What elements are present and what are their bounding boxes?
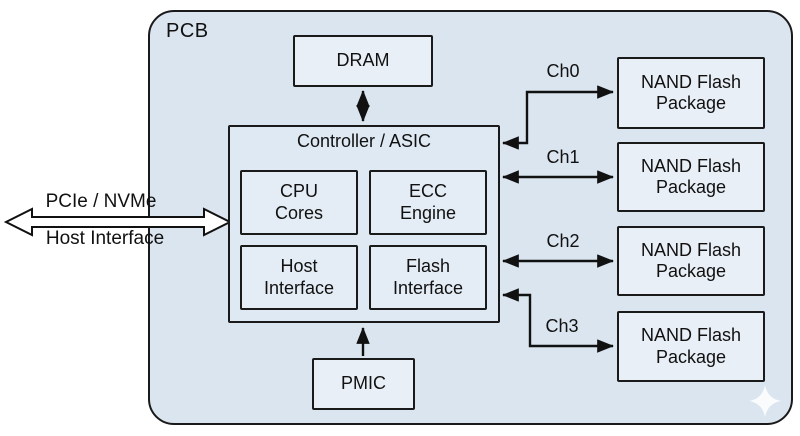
nand-package-1-label: NAND Flash Package: [640, 71, 742, 113]
dram-label: DRAM: [336, 50, 390, 71]
nand-package-2-label: NAND Flash Package: [640, 155, 742, 197]
nand-package-2: NAND Flash Package: [617, 142, 765, 212]
flash-interface-box: Flash Interface: [369, 245, 487, 310]
host-link-name: Host Interface: [45, 228, 165, 249]
nand-package-3-label: NAND Flash Package: [640, 239, 742, 281]
channel-label-ch2: Ch2: [546, 231, 580, 251]
host-interface-label: Host Interface: [263, 256, 335, 298]
ecc-engine-label: ECC Engine: [399, 181, 457, 223]
channel-label-ch0: Ch0: [546, 61, 580, 81]
host-link-protocol: PCIe / NVMe: [45, 191, 157, 212]
ecc-engine-box: ECC Engine: [369, 170, 487, 235]
nand-package-1: NAND Flash Package: [617, 57, 765, 129]
pmic-label: PMIC: [341, 373, 386, 394]
nand-package-4-label: NAND Flash Package: [640, 325, 742, 367]
pmic-box: PMIC: [312, 358, 415, 410]
host-interface-box: Host Interface: [240, 245, 358, 310]
flash-interface-label: Flash Interface: [392, 256, 464, 298]
cpu-cores-label: CPU Cores: [274, 181, 323, 223]
channel-label-ch3: Ch3: [545, 316, 579, 336]
channel-label-ch1: Ch1: [546, 147, 580, 167]
cpu-cores-box: CPU Cores: [240, 170, 358, 235]
dram-box: DRAM: [293, 35, 433, 87]
nand-package-3: NAND Flash Package: [617, 226, 765, 296]
pcb-label: PCB: [166, 20, 209, 42]
controller-asic-label: Controller / ASIC: [296, 131, 432, 151]
nand-package-4: NAND Flash Package: [617, 311, 765, 382]
